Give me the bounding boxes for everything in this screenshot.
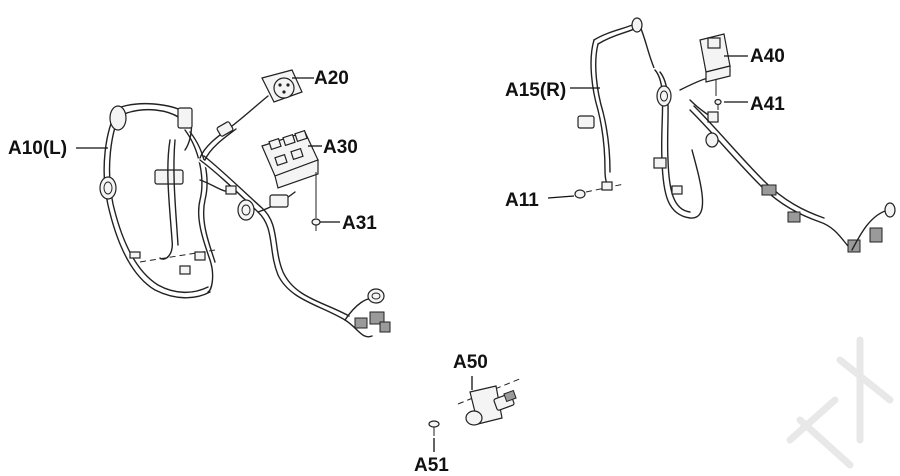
leader-lines (76, 55, 748, 452)
harness-a15-right (577, 17, 896, 253)
callout-a10: A10(L) (8, 138, 67, 159)
callout-a30: A30 (323, 137, 358, 158)
callout-a51: A51 (414, 455, 449, 476)
part-a50-sensor (457, 377, 523, 426)
callout-a31: A31 (342, 213, 377, 234)
part-a51-screw (428, 420, 440, 436)
part-a40-box (699, 33, 731, 96)
part-a11-screw (574, 181, 625, 199)
callout-a11: A11 (505, 190, 539, 211)
part-a20-socket (261, 69, 303, 103)
part-a30-switch (261, 129, 319, 218)
watermark (786, 336, 894, 469)
callout-a41: A41 (750, 94, 785, 115)
callout-a40: A40 (750, 46, 785, 67)
part-a41-screw (714, 98, 722, 110)
callout-a15: A15(R) (505, 80, 566, 101)
callout-a20: A20 (314, 68, 349, 89)
harness-a10-left (99, 95, 391, 340)
callout-a50: A50 (453, 352, 488, 373)
part-a31-screw (311, 218, 321, 231)
